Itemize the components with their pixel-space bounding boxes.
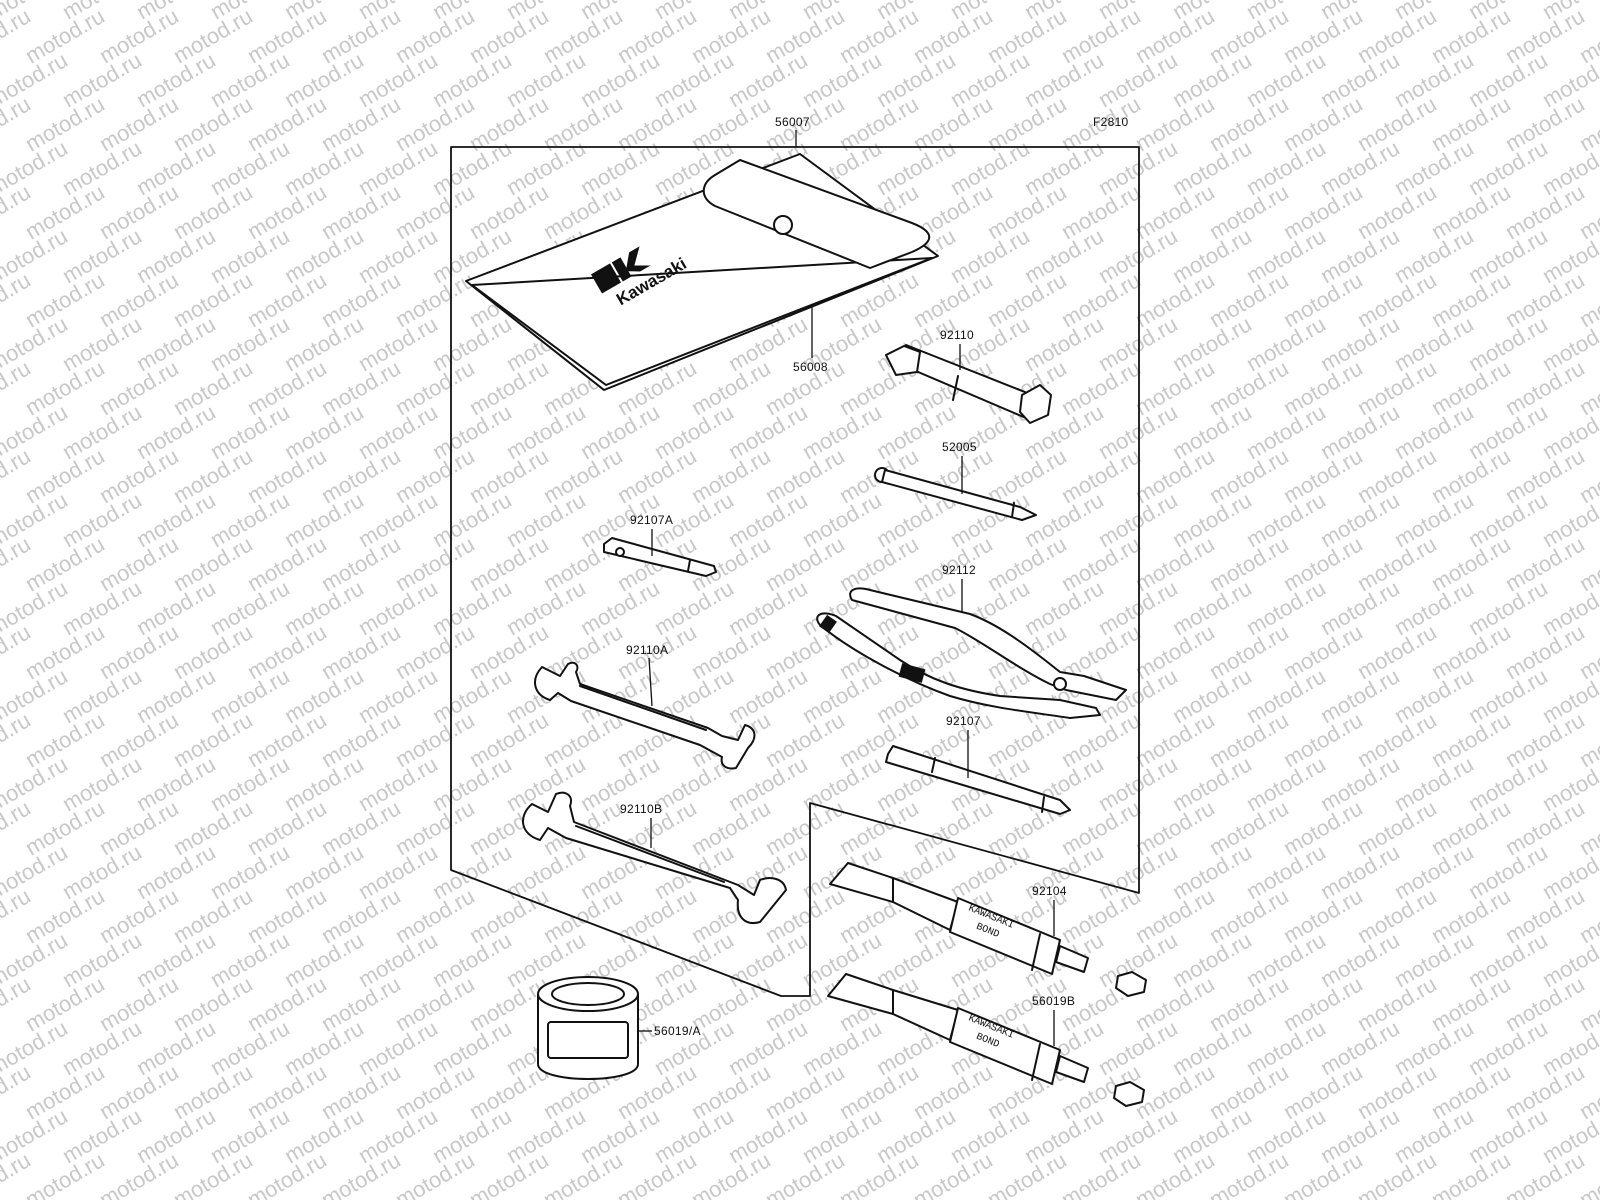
part-number-56019A: 56019/A: [654, 1024, 701, 1038]
part-number-92104: 92104: [1032, 884, 1067, 898]
figure-code: F2810: [1093, 115, 1129, 129]
part-number-92107: 92107: [946, 714, 981, 728]
part-number-56008: 56008: [793, 360, 828, 374]
part-number-92110B: 92110B: [620, 802, 662, 816]
grease-jar: [537, 976, 639, 1080]
part-number-52005: 52005: [942, 440, 977, 454]
screwdriver-92107: [885, 745, 1071, 815]
screwdriver-bit-92107a: [603, 537, 717, 577]
part-number-56019B: 56019B: [1032, 994, 1075, 1008]
bond-tube-56019b: KAWASAKI BOND: [827, 973, 1145, 1107]
part-number-92110A: 92110A: [626, 643, 668, 657]
part-number-92112: 92112: [942, 563, 976, 577]
open-end-wrench-92110b: [522, 791, 787, 924]
open-end-wrench-92110a: [534, 661, 756, 770]
screwdriver-shaft-52005: [874, 467, 1037, 521]
spark-plug-wrench: [885, 344, 1052, 424]
part-number-56007: 56007: [775, 115, 810, 129]
pliers: [816, 587, 1127, 719]
tool-pouch: Kawasaki: [465, 153, 939, 391]
part-number-92107A: 92107A: [630, 513, 673, 527]
pouch-snap-button: [773, 215, 793, 235]
bond-tube-92104: KAWASAKI BOND: [829, 862, 1147, 997]
kit-outline-frame: [450, 146, 1140, 997]
leader-92110A: [648, 657, 653, 707]
part-number-92110: 92110: [940, 328, 974, 342]
